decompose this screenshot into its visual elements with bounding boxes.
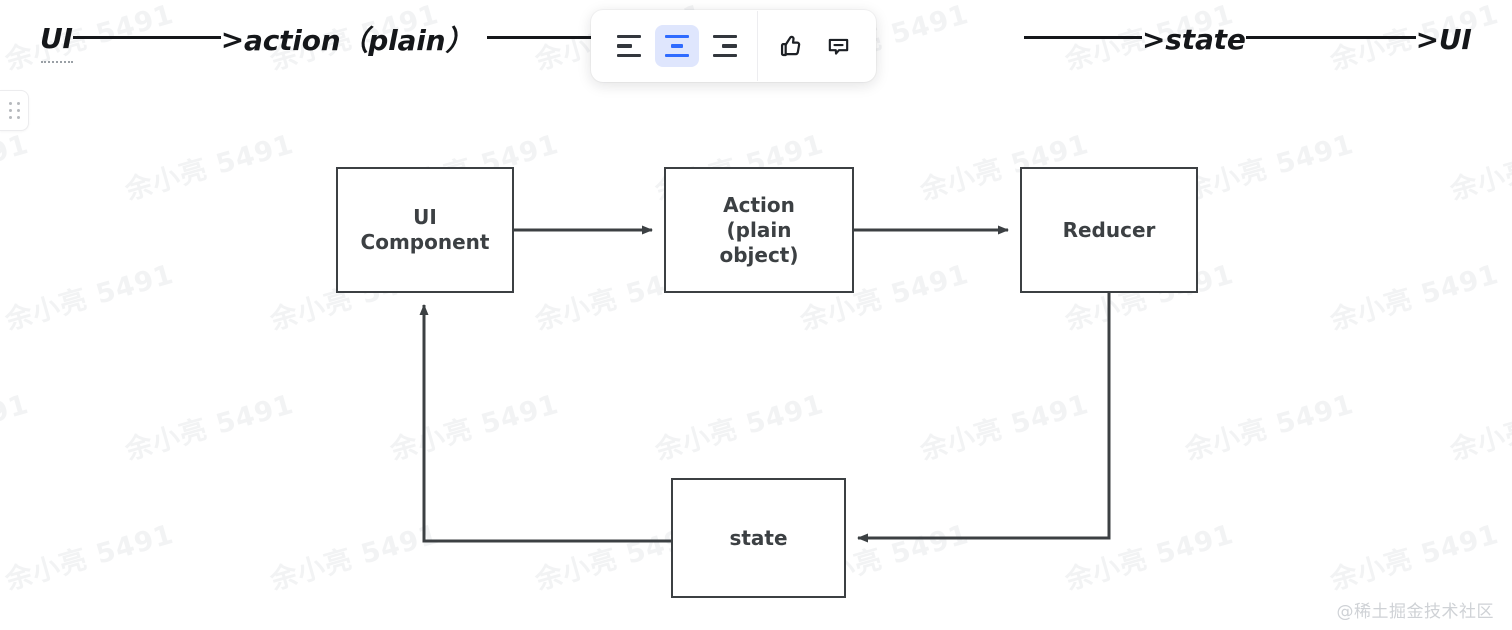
diagram-node-action-label: Action (plain object) xyxy=(719,192,799,267)
diagram-node-reducer[interactable]: Reducer xyxy=(1020,167,1198,293)
formula-token-ui-end: UI xyxy=(1438,22,1472,56)
toolbar-align-group xyxy=(597,10,757,82)
align-center-icon xyxy=(665,35,689,57)
site-credit-watermark: @稀土掘金技术社区 xyxy=(1336,602,1494,622)
floating-toolbar xyxy=(591,10,876,82)
edge-reducer-to-state xyxy=(857,293,1111,543)
diagram-node-action[interactable]: Action (plain object) xyxy=(664,167,854,293)
thumbs-up-icon xyxy=(776,32,804,60)
formula-arrow-1 xyxy=(72,36,221,39)
like-button[interactable] xyxy=(768,25,812,67)
comment-button[interactable] xyxy=(816,25,860,67)
diagram-node-reducer-label: Reducer xyxy=(1062,217,1156,242)
formula-arrowhead-4: > xyxy=(1415,22,1439,56)
diagram-node-state-label: state xyxy=(729,525,788,550)
block-drag-handle[interactable] xyxy=(0,90,29,131)
formula-arrowhead-3: > xyxy=(1142,22,1166,56)
formula-token-ui-start: UI xyxy=(40,21,73,63)
formula-arrowhead-1: > xyxy=(220,22,245,56)
comment-icon xyxy=(825,33,852,60)
grip-dots-icon xyxy=(8,102,20,119)
align-center-button[interactable] xyxy=(655,25,699,67)
align-left-button[interactable] xyxy=(607,25,651,67)
toolbar-divider xyxy=(757,11,758,81)
diagram-node-ui-component-label: UI Component xyxy=(360,205,490,254)
align-right-icon xyxy=(713,35,737,57)
diagram-node-ui-component[interactable]: UI Component xyxy=(336,167,514,293)
align-right-button[interactable] xyxy=(703,25,747,67)
formula-arrow-3 xyxy=(1024,36,1143,39)
formula-arrow-4 xyxy=(1245,36,1416,39)
edge-state-to-ui xyxy=(419,304,671,543)
align-left-icon xyxy=(617,35,641,57)
toolbar-action-group xyxy=(758,10,870,82)
formula-arrow-2 xyxy=(487,36,658,39)
formula-token-action: action（plain） xyxy=(244,24,474,57)
diagram-node-state[interactable]: state xyxy=(671,478,846,598)
formula-token-state: state xyxy=(1165,22,1246,56)
